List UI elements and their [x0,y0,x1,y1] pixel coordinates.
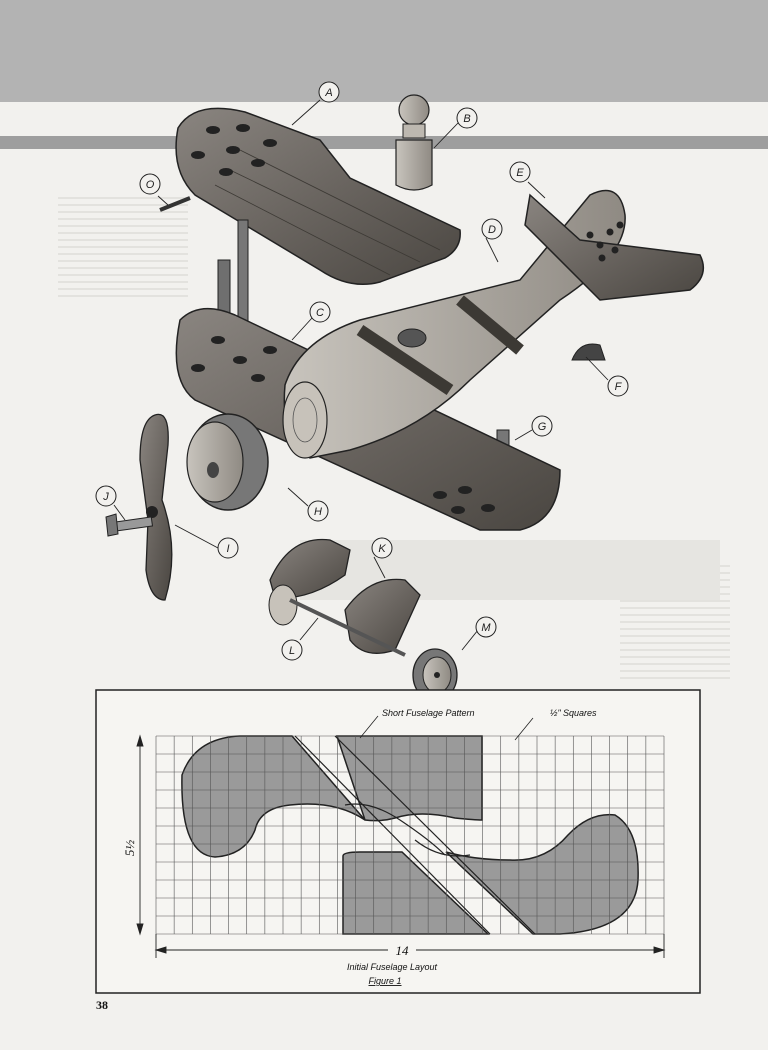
svg-text:F: F [615,381,623,393]
callout-A: A [318,81,340,103]
fuselage-pattern-shapes [181,735,639,935]
propeller [139,413,173,601]
layout-grid [155,735,665,935]
layout-caption: Initial Fuselage Layout [347,962,438,972]
callout-E: E [509,161,531,183]
callout-O: O [139,173,161,195]
squares-value: ½" [550,708,562,718]
dimension-label-gap [388,943,416,957]
svg-text:B: B [463,113,470,125]
callout-L: L [281,639,303,661]
pilot-figure [395,94,433,191]
svg-text:I: I [226,543,229,555]
svg-text:K: K [378,543,386,555]
landing-gear [268,538,458,702]
svg-text:O: O [146,179,155,191]
svg-text:G: G [538,421,547,433]
main-wheel [186,413,269,511]
svg-text:E: E [516,167,524,179]
short-fuselage-pattern-label: Short Fuselage Pattern [382,708,475,718]
callout-F: F [607,375,629,397]
svg-text:J: J [102,491,109,503]
show-through-text-left [58,192,188,302]
squares-label: Squares [563,708,597,718]
figure-leaders [359,715,534,741]
cut-lines [294,735,536,935]
callout-G: G [531,415,553,437]
svg-text:C: C [316,307,324,319]
top-gray-band [0,0,768,102]
tail-plane [524,193,705,301]
svg-text:M: M [481,622,491,634]
tail-skid [571,343,606,361]
callout-C: C [309,301,331,323]
callout-M: M [475,616,497,638]
page-number: 38 [96,998,108,1012]
width-dimension: 14 [396,943,410,958]
propeller-bolt [105,513,154,537]
svg-text:D: D [488,224,496,236]
upper-wing [175,107,461,285]
callout-B: B [456,107,478,129]
svg-text:A: A [324,87,332,99]
pin-o [159,196,191,212]
callout-I: I [217,537,239,559]
svg-text:L: L [289,645,295,657]
callout-H: H [307,500,329,522]
callout-leaders [113,99,609,651]
figure-label: Figure 1 [368,976,401,986]
svg-text:H: H [314,506,322,518]
callout-K: K [371,537,393,559]
callout-J: J [95,485,117,507]
callout-D: D [481,218,503,240]
fuselage [282,189,626,459]
height-dimension: 5½ [122,840,137,857]
